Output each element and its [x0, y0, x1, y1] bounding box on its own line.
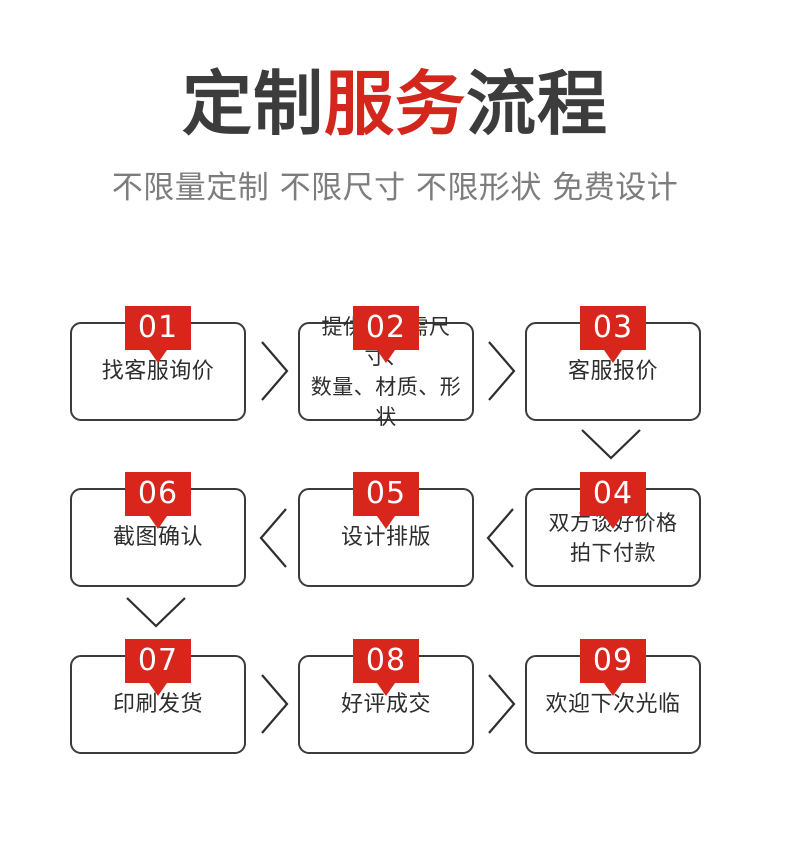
- flow-step-badge-05: 05: [353, 472, 419, 516]
- page-title: 定制服务流程: [0, 0, 790, 146]
- flow-step-label-09: 欢迎下次光临: [545, 692, 681, 717]
- flow-step-08[interactable]: 08 好评成交: [298, 639, 474, 754]
- chevron-down-icon-06-07: [123, 592, 189, 634]
- flow-step-badge-03: 03: [580, 306, 646, 350]
- flow-step-label-03: 客服报价: [567, 359, 658, 384]
- flow-step-number-07: 07: [137, 643, 179, 678]
- chevron-right-icon-07-08: [254, 671, 294, 737]
- flow-step-number-02: 02: [365, 310, 407, 345]
- flow-step-label-07: 印刷发货: [112, 692, 203, 717]
- flow-step-05[interactable]: 05 设计排版: [298, 472, 474, 587]
- flow-step-02[interactable]: 02 提供您所需尺寸、 数量、材质、形状: [298, 306, 474, 429]
- flow-step-09[interactable]: 09 欢迎下次光临: [525, 639, 701, 754]
- flow-step-badge-04: 04: [580, 472, 646, 516]
- flow-step-label-01: 找客服询价: [101, 359, 215, 384]
- chevron-right-icon-02-03: [481, 338, 521, 404]
- flow-step-number-03: 03: [592, 310, 634, 345]
- page-header: 定制服务流程 不限量定制 不限尺寸 不限形状 免费设计: [0, 0, 790, 208]
- flow-step-badge-02: 02: [353, 306, 419, 350]
- chevron-right-icon-01-02: [254, 338, 294, 404]
- flow-step-04[interactable]: 04 双方谈好价格 拍下付款: [525, 472, 701, 587]
- flow-step-label-06: 截图确认: [112, 525, 203, 550]
- chevron-left-icon-05-06: [254, 505, 294, 571]
- flow-step-label-05: 设计排版: [340, 525, 431, 550]
- flow-step-badge-09: 09: [580, 639, 646, 683]
- flow-step-01[interactable]: 01 找客服询价: [70, 306, 246, 421]
- flow-step-07[interactable]: 07 印刷发货: [70, 639, 246, 754]
- flow-step-number-05: 05: [365, 476, 407, 511]
- flow-step-06[interactable]: 06 截图确认: [70, 472, 246, 587]
- flow-step-badge-01: 01: [125, 306, 191, 350]
- flow-step-badge-08: 08: [353, 639, 419, 683]
- flow-step-number-04: 04: [592, 476, 634, 511]
- chevron-left-icon-04-05: [481, 505, 521, 571]
- page-subtitle: 不限量定制 不限尺寸 不限形状 免费设计: [111, 170, 679, 206]
- flow-step-number-09: 09: [592, 643, 634, 678]
- chevron-right-icon-08-09: [481, 671, 521, 737]
- flow-step-03[interactable]: 03 客服报价: [525, 306, 701, 421]
- flow-step-badge-06: 06: [125, 472, 191, 516]
- page-title-accent: 服务: [324, 63, 466, 145]
- flow-step-number-08: 08: [365, 643, 407, 678]
- flow-step-number-01: 01: [137, 310, 179, 345]
- flow-step-badge-07: 07: [125, 639, 191, 683]
- chevron-down-icon-03-04: [578, 424, 644, 466]
- page-title-part1: 定制: [182, 63, 324, 145]
- page-title-part2: 流程: [466, 63, 608, 145]
- flow-step-number-06: 06: [137, 476, 179, 511]
- flow-step-label-08: 好评成交: [340, 692, 431, 717]
